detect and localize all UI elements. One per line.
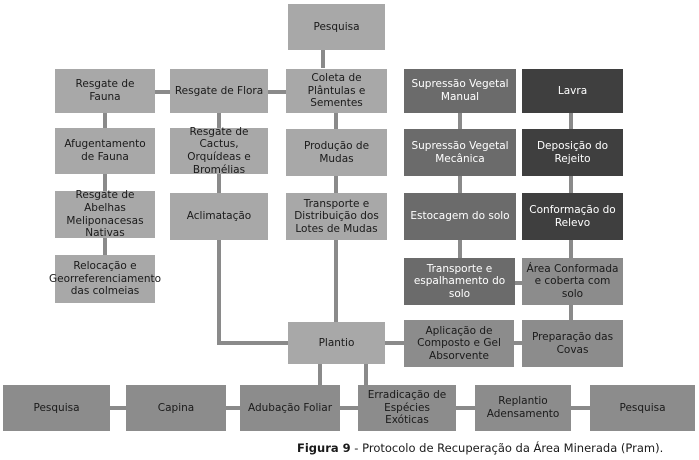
node-resgate-flora: Resgate de Flora [170,69,268,113]
node-transporte-mudas: Transporte e Distribuição dos Lotes de M… [286,193,387,240]
connectors [103,50,590,410]
node-relocacao: Relocação e Georreferenciamento das colm… [49,255,161,303]
node-erradicacao: Erradicação de Espécies Exóticas [358,385,456,431]
node-capina: Capina [126,385,226,431]
node-lavra: Lavra [522,69,623,113]
node-afugentamento: Afugentamento de Fauna [55,128,155,174]
node-resgate-abelhas: Resgate de Abelhas Meliponacesas Nativas [55,189,155,239]
connector [217,240,288,345]
node-supressao-manual: Supressão Vegetal Manual [404,69,516,113]
node-adubacao: Adubação Foliar [240,385,340,431]
node-resgate-fauna: Resgate de Fauna [55,69,155,113]
node-coleta: Coleta de Plântulas e Sementes [286,69,387,113]
caption-text: - Protocolo de Recuperação da Área Miner… [350,441,664,455]
node-producao-mudas: Produção de Mudas [286,129,387,176]
node-plantio: Plantio [288,322,385,364]
node-replantio: Replantio Adensamento [475,385,571,431]
node-pesquisa-bottom-right: Pesquisa [590,385,695,431]
node-pesquisa-top: Pesquisa [288,4,385,50]
node-estocagem: Estocagem do solo [404,193,516,240]
node-preparacao: Preparação das Covas [522,320,623,367]
figure-caption: Figura 9 - Protocolo de Recuperação da Á… [297,441,697,455]
node-transporte-solo: Transporte e espalhamento do solo [404,258,515,305]
node-conformacao: Conformação do Relevo [522,193,623,240]
node-area-conformada: Área Conformada e coberta com solo [522,258,623,305]
node-deposicao: Deposição do Rejeito [522,129,623,176]
node-supressao-mecanica: Supressão Vegetal Mecânica [404,129,516,176]
node-aplicacao: Aplicação de Composto e Gel Absorvente [404,320,514,367]
node-pesquisa-bottom-left: Pesquisa [3,385,110,431]
node-resgate-cactus: Resgate de Cactus, Orquídeas e Bromélias [170,126,268,176]
caption-label: Figura 9 [297,441,351,455]
node-aclimatacao: Aclimatação [170,193,268,240]
